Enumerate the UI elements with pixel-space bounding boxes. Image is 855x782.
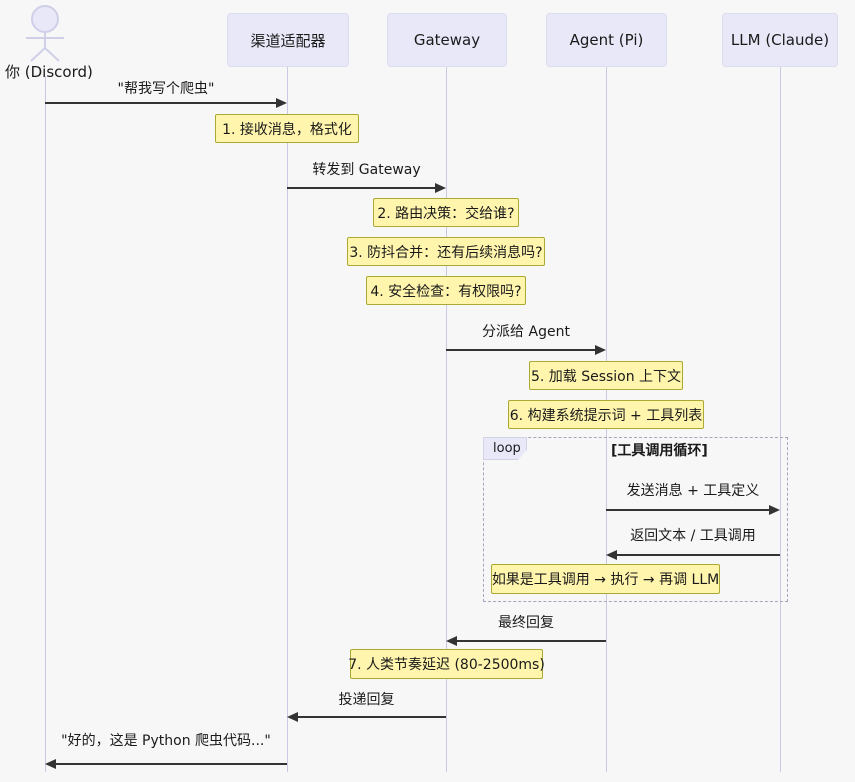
loop-condition-label: [工具调用循环] (611, 443, 708, 459)
actor-stick-figure-icon (26, 5, 64, 62)
message-label: 发送消息 + 工具定义 (626, 483, 760, 499)
note: 5. 加载 Session 上下文 (529, 361, 683, 390)
message-label: 转发到 Gateway (312, 162, 421, 178)
message-label: 分派给 Agent (482, 324, 570, 340)
participant-discord: 你 (Discord) (5, 63, 93, 81)
arrowhead-icon (446, 636, 457, 646)
lifeline-llm (780, 67, 781, 772)
message-arrow (54, 763, 287, 765)
message-arrow (606, 509, 771, 511)
participant-gateway: Gateway (387, 13, 507, 67)
message-arrow (45, 102, 278, 104)
message-arrow (287, 187, 437, 189)
arrowhead-icon (435, 183, 446, 193)
arrowhead-icon (276, 98, 287, 108)
message-label: 最终回复 (498, 615, 554, 631)
arrowhead-icon (287, 712, 298, 722)
message-label: "好的，这是 Python 爬虫代码..." (61, 733, 271, 749)
participant-agent: Agent (Pi) (546, 13, 667, 67)
lifeline-discord (45, 76, 46, 772)
arrowhead-icon (606, 550, 617, 560)
message-label: 返回文本 / 工具调用 (630, 528, 756, 544)
message-arrow (296, 716, 446, 718)
note: 3. 防抖合并：还有后续消息吗? (347, 237, 545, 266)
participant-adapter: 渠道适配器 (227, 13, 349, 67)
note: 1. 接收消息，格式化 (215, 114, 359, 143)
arrowhead-icon (769, 505, 780, 515)
note: 2. 路由决策：交给谁? (373, 198, 519, 227)
note: 7. 人类节奏延迟 (80-2500ms) (348, 649, 545, 679)
message-label: "帮我写个爬虫" (117, 81, 215, 97)
loop-frame (483, 437, 788, 602)
arrowhead-icon (595, 345, 606, 355)
note: 6. 构建系统提示词 + 工具列表 (508, 400, 704, 429)
arrowhead-icon (45, 759, 56, 769)
loop-tab-label: loop (483, 437, 527, 460)
message-arrow (446, 349, 597, 351)
message-label: 投递回复 (338, 692, 395, 708)
note: 如果是工具调用 → 执行 → 再调 LLM (491, 564, 720, 594)
message-arrow (615, 554, 780, 556)
note: 4. 安全检查：有权限吗? (366, 276, 526, 305)
lifeline-adapter (287, 67, 288, 772)
lifeline-gateway (446, 67, 447, 772)
message-arrow (455, 640, 606, 642)
participant-llm: LLM (Claude) (722, 13, 838, 67)
